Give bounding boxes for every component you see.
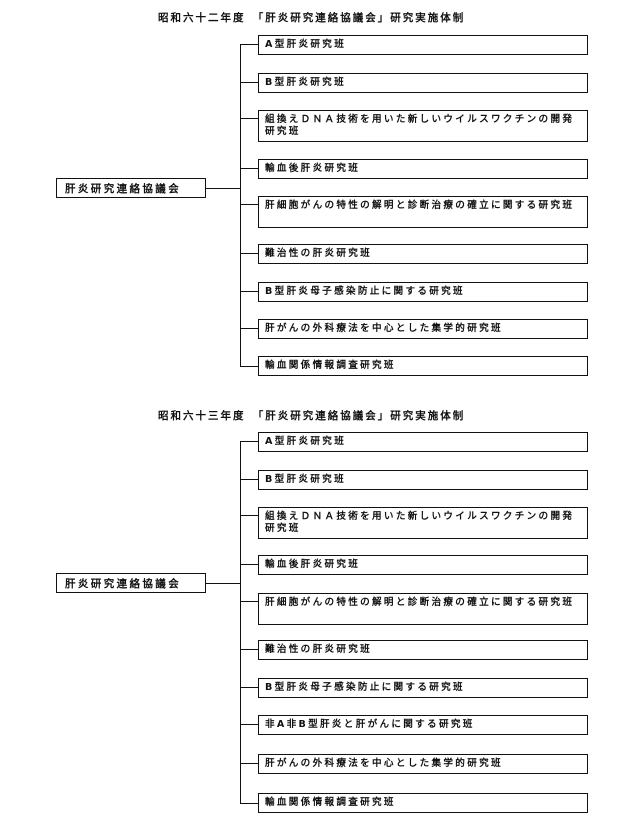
root-connector	[206, 188, 240, 189]
branch-node: 肝がんの外科療法を中心とした集学的研究班	[240, 319, 590, 339]
branch-label: B型肝炎母子感染防止に関する研究班	[258, 678, 588, 698]
branch-node: 肝細胞がんの特性の解明と診断治療の確立に関する研究班	[240, 196, 590, 228]
branch-node: B型肝炎母子感染防止に関する研究班	[240, 282, 590, 302]
branch-label: 難治性の肝炎研究班	[258, 244, 588, 264]
root-node: 肝炎研究連絡協議会	[56, 178, 206, 198]
branch-label: 肝細胞がんの特性の解明と診断治療の確立に関する研究班	[258, 593, 588, 625]
org-chart-showa-63: 昭和六十三年度 「肝炎研究連絡協議会」研究実施体制 肝炎研究連絡協議会 A型肝炎…	[0, 400, 644, 824]
branch-label: 肝がんの外科療法を中心とした集学的研究班	[258, 319, 588, 339]
branch-node: 肝がんの外科療法を中心とした集学的研究班	[240, 754, 590, 774]
branch-node: B型肝炎研究班	[240, 73, 590, 93]
branch-label: 輸血後肝炎研究班	[258, 159, 588, 179]
branch-connector	[240, 649, 258, 650]
branch-connector	[240, 441, 258, 442]
branch-connector	[240, 118, 258, 119]
branch-connector	[240, 168, 258, 169]
branch-label: A型肝炎研究班	[258, 35, 588, 55]
branch-label: 難治性の肝炎研究班	[258, 640, 588, 660]
branch-label: 輸血後肝炎研究班	[258, 555, 588, 575]
branch-node: 輸血後肝炎研究班	[240, 555, 590, 575]
branch-node: 輸血後肝炎研究班	[240, 159, 590, 179]
branch-connector	[240, 601, 258, 602]
branch-node: 輸血関係情報調査研究班	[240, 356, 590, 376]
branch-connector	[240, 515, 258, 516]
branch-label: 組換えＤＮＡ技術を用いた新しいウイルスワクチンの開発研究班	[258, 110, 588, 142]
branch-node: 非A非B型肝炎と肝がんに関する研究班	[240, 715, 590, 735]
branch-connector	[240, 479, 258, 480]
branch-node: 難治性の肝炎研究班	[240, 244, 590, 264]
branch-node: 難治性の肝炎研究班	[240, 640, 590, 660]
branch-node: B型肝炎母子感染防止に関する研究班	[240, 678, 590, 698]
spine-line	[240, 44, 241, 366]
branch-label: 肝がんの外科療法を中心とした集学的研究班	[258, 754, 588, 774]
branch-label: B型肝炎研究班	[258, 73, 588, 93]
branch-node: 輸血関係情報調査研究班	[240, 793, 590, 813]
branch-connector	[240, 291, 258, 292]
branch-label: 輸血関係情報調査研究班	[258, 793, 588, 813]
branch-connector	[240, 564, 258, 565]
branch-connector	[240, 328, 258, 329]
branch-node: A型肝炎研究班	[240, 432, 590, 452]
branch-node: 組換えＤＮＡ技術を用いた新しいウイルスワクチンの開発研究班	[240, 110, 590, 142]
root-connector	[206, 583, 240, 584]
branch-connector	[240, 763, 258, 764]
branch-connector	[240, 82, 258, 83]
spine-line	[240, 441, 241, 803]
branch-connector	[240, 803, 258, 804]
branch-label: 非A非B型肝炎と肝がんに関する研究班	[258, 715, 588, 735]
branch-connector	[240, 687, 258, 688]
branch-connector	[240, 204, 258, 205]
branch-node: A型肝炎研究班	[240, 35, 590, 55]
branch-node: 肝細胞がんの特性の解明と診断治療の確立に関する研究班	[240, 593, 590, 625]
branch-label: 組換えＤＮＡ技術を用いた新しいウイルスワクチンの開発研究班	[258, 507, 588, 539]
branch-label: B型肝炎母子感染防止に関する研究班	[258, 282, 588, 302]
branch-connector	[240, 44, 258, 45]
branch-label: B型肝炎研究班	[258, 470, 588, 490]
branch-label: 輸血関係情報調査研究班	[258, 356, 588, 376]
org-chart-showa-62: 昭和六十二年度 「肝炎研究連絡協議会」研究実施体制 肝炎研究連絡協議会 A型肝炎…	[0, 0, 644, 400]
branch-node: 組換えＤＮＡ技術を用いた新しいウイルスワクチンの開発研究班	[240, 507, 590, 539]
branch-node: B型肝炎研究班	[240, 470, 590, 490]
branch-connector	[240, 253, 258, 254]
branch-connector	[240, 366, 258, 367]
branch-connector	[240, 724, 258, 725]
diagram-title: 昭和六十二年度 「肝炎研究連絡協議会」研究実施体制	[158, 12, 466, 24]
diagram-title: 昭和六十三年度 「肝炎研究連絡協議会」研究実施体制	[158, 410, 466, 422]
root-node: 肝炎研究連絡協議会	[56, 573, 206, 593]
branch-label: A型肝炎研究班	[258, 432, 588, 452]
branch-label: 肝細胞がんの特性の解明と診断治療の確立に関する研究班	[258, 196, 588, 228]
